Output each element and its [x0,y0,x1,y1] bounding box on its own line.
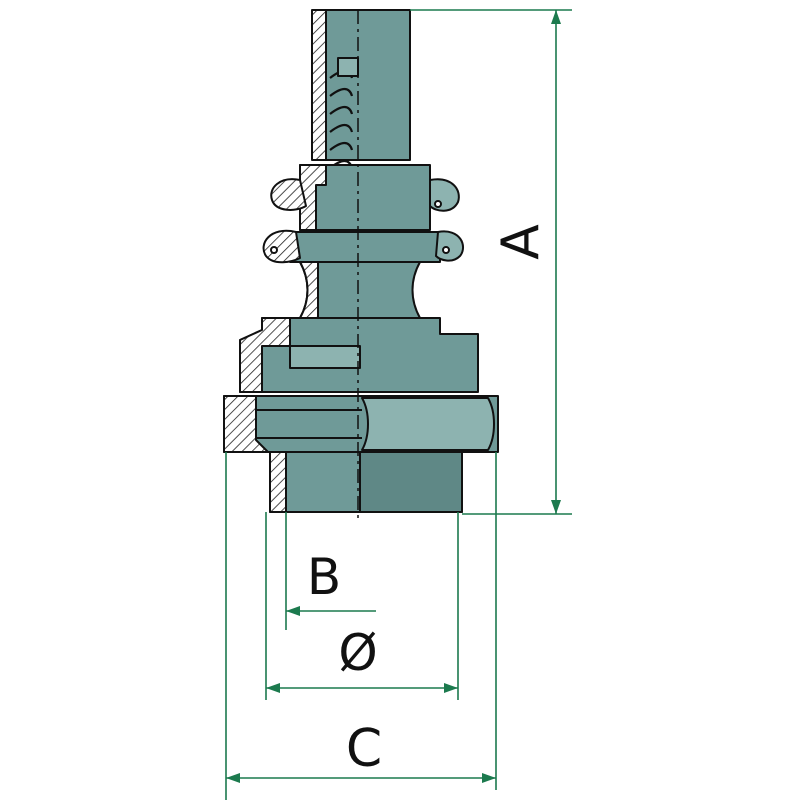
left-ear-upper [270,178,307,211]
hex-nut-section [223,395,269,453]
threaded-end-section [269,451,287,513]
dimension-lines [225,9,572,800]
hex-nut-facet [361,397,495,451]
dimension-b-label: B [307,548,341,606]
spring-cap [337,57,359,77]
hose-tail [325,9,411,161]
dimension-c-label: C [346,719,382,779]
right-ear-upper [429,178,460,212]
valve-stem [289,345,361,369]
waist-section [299,261,319,319]
lower-collar [289,231,441,263]
right-ear-lower [435,230,465,262]
coupling-part [223,9,499,520]
dimension-a-label: A [491,224,551,260]
dimension-diameter-label: Ø [338,624,377,682]
upper-collar-section [299,164,327,231]
left-ear-lower [262,229,301,264]
